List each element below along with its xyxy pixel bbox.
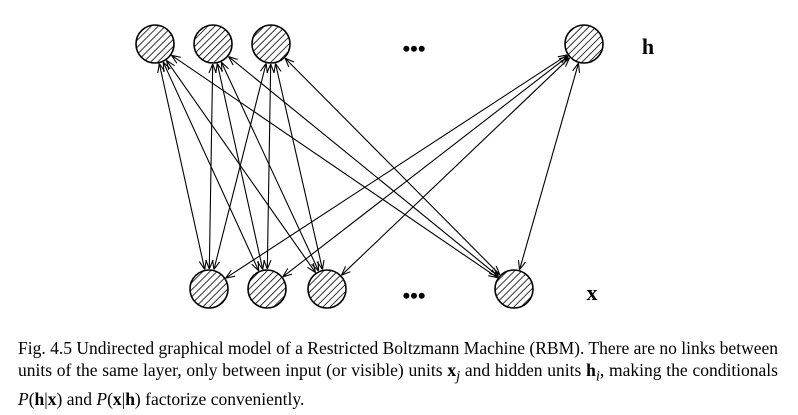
edge-h3-x4: [285, 58, 500, 275]
caption-p1-open: (: [28, 388, 35, 409]
rbm-diagram: ••• ••• h x: [135, 24, 654, 309]
visible-unit-4: [494, 269, 534, 309]
hidden-unit-4: [564, 24, 604, 64]
visible-unit-1: [189, 269, 229, 309]
caption-p1-h: h: [34, 388, 45, 409]
caption-suffix: factorize conveniently.: [140, 388, 305, 409]
caption-p2-x: x: [112, 388, 122, 409]
caption-p2: P: [96, 388, 108, 409]
hidden-unit-2: [193, 24, 233, 64]
caption-hi-sub: i: [595, 368, 600, 385]
visible-unit-2: [247, 269, 287, 309]
edge-h1-x3: [167, 60, 316, 272]
ellipsis-visible: •••: [402, 283, 425, 308]
caption-mid2: , making the conditionals: [599, 360, 778, 380]
edge-h1-x1: [159, 64, 204, 270]
edge-h4-x1: [226, 55, 568, 278]
caption-xj: x: [447, 360, 457, 380]
caption-p2-h: h: [125, 388, 135, 409]
nodes-group: [135, 24, 604, 309]
caption-p1-x: x: [47, 388, 57, 409]
caption-p2-bar: |: [121, 388, 126, 409]
visible-unit-3: [307, 269, 347, 309]
edges-group: [159, 55, 578, 278]
ellipsis-hidden: •••: [402, 36, 425, 61]
hidden-unit-3: [251, 24, 291, 64]
caption-xj-sub: j: [456, 368, 461, 385]
caption-prefix: Fig. 4.5 Undirected graphical model of a…: [18, 338, 778, 380]
caption-p1-bar: |: [44, 388, 48, 409]
visible-layer-label: x: [587, 280, 598, 305]
edge-h3-x3: [276, 64, 323, 270]
figure-caption: Fig. 4.5 Undirected graphical model of a…: [18, 337, 778, 410]
edge-h2-x1: [209, 64, 212, 269]
caption-p1: P: [18, 388, 29, 409]
caption-p2-close: ): [134, 388, 141, 409]
caption-mid: and hidden units: [460, 360, 587, 380]
hidden-layer-label: h: [642, 34, 654, 59]
caption-p2-open: (: [107, 388, 113, 409]
hidden-unit-1: [135, 24, 175, 64]
edge-h3-x1: [214, 63, 266, 269]
edge-h4-x4: [520, 63, 579, 270]
caption-and: and: [62, 388, 97, 409]
edge-h4-x3: [342, 58, 570, 275]
edge-h4-x2: [283, 56, 568, 277]
caption-hi: h: [586, 360, 596, 380]
caption-p1-close: ): [56, 388, 63, 409]
